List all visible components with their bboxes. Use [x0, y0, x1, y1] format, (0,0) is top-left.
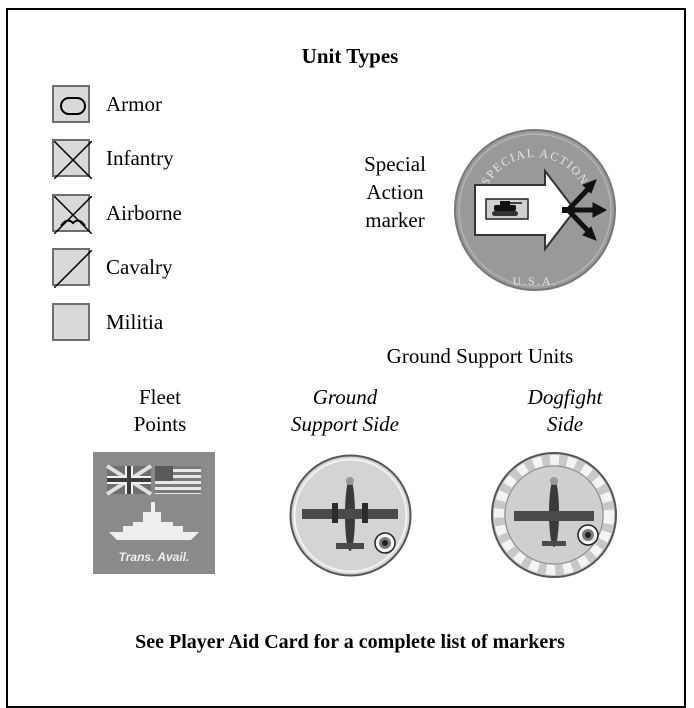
infantry-icon	[52, 139, 92, 179]
unit-type-infantry: Infantry	[52, 138, 174, 179]
dogfight-label-line: Side	[546, 412, 584, 436]
section-title: Unit Types	[301, 44, 399, 68]
unit-label-airborne: Airborne	[106, 200, 182, 225]
branching-arrows-icon	[562, 179, 608, 241]
union-jack-icon	[105, 464, 153, 496]
special-action-label-line: Action	[366, 180, 424, 204]
fleet-points-tile: Trans. Avail.	[93, 452, 215, 574]
unit-label-militia: Militia	[106, 309, 164, 334]
us-flag-icon	[155, 466, 201, 494]
special-action-label-line: Special	[364, 152, 426, 176]
dogfight-label-line: Dogfight	[527, 385, 603, 409]
special-action-label: Special Action marker	[340, 150, 450, 234]
ground-support-side-label: Ground Support Side	[270, 384, 420, 438]
airborne-icon	[52, 194, 92, 234]
unit-label-infantry: Infantry	[106, 145, 174, 170]
marker-bottom-text: U.S.A.	[512, 274, 557, 288]
bomber-aircraft-icon	[302, 477, 398, 551]
unit-label-armor: Armor	[106, 91, 162, 116]
militia-icon	[52, 303, 90, 341]
fighter-aircraft-icon	[514, 477, 594, 547]
roundel-icon	[577, 524, 599, 546]
unit-label-cavalry: Cavalry	[106, 254, 173, 279]
fleet-points-label-line: Fleet	[139, 385, 181, 409]
unit-type-armor: Armor	[52, 84, 162, 124]
ground-side-label-line: Ground	[312, 385, 378, 409]
unit-type-airborne: Airborne	[52, 193, 182, 234]
unit-type-militia: Militia	[52, 302, 163, 342]
special-action-label-line: marker	[365, 208, 425, 232]
special-action-marker: SPECIAL ACTION U.S.A.	[454, 129, 616, 291]
ground-support-heading: Ground Support Units	[386, 344, 574, 368]
dogfight-counter	[491, 452, 617, 578]
tank-icon	[492, 201, 522, 216]
fleet-points-label: Fleet Points	[100, 384, 220, 438]
unit-type-cavalry: Cavalry	[52, 247, 173, 288]
roundel-icon	[374, 532, 396, 554]
cavalry-icon	[52, 248, 92, 288]
ground-side-label-line: Support Side	[291, 412, 399, 436]
footer-note: See Player Aid Card for a complete list …	[135, 631, 565, 653]
fleet-tile-caption: Trans. Avail.	[119, 550, 190, 564]
fleet-points-label-line: Points	[133, 412, 187, 436]
battleship-icon	[109, 502, 199, 540]
armor-icon	[52, 85, 90, 123]
dogfight-side-label: Dogfight Side	[490, 384, 640, 438]
ground-support-counter	[289, 454, 412, 577]
